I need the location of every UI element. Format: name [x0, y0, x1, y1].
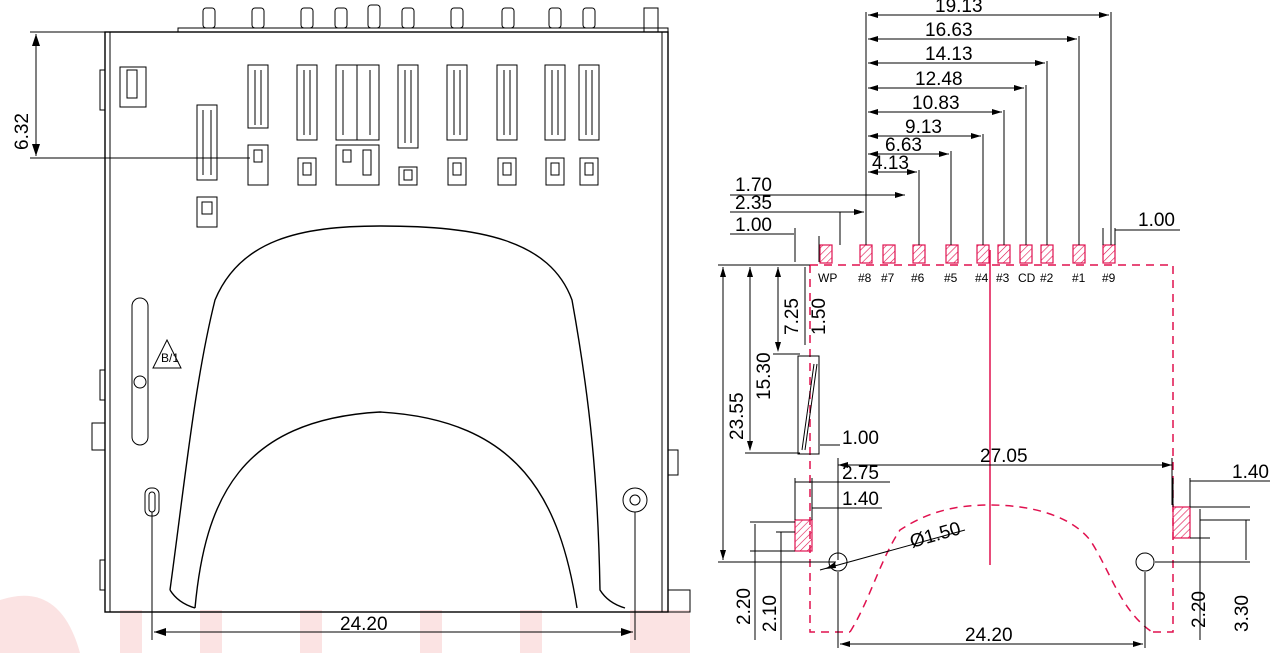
marking-text: B/1 [161, 351, 179, 365]
dim-12-48: 12.48 [915, 69, 963, 90]
dim-10-83: 10.83 [912, 93, 960, 114]
dim-2-20-left: 2.20 [734, 588, 755, 625]
dim-7-25: 7.25 [782, 298, 803, 335]
dim-23-55: 23.55 [727, 392, 748, 440]
dim-1-40-right: 1.40 [1232, 462, 1269, 483]
dim-2-35: 2.35 [735, 193, 772, 214]
dim-2-10-left: 2.10 [760, 595, 781, 632]
pin-label-2: #2 [1040, 271, 1054, 285]
pin-label-4: #4 [975, 271, 989, 285]
dim-2-20-right: 2.20 [1189, 591, 1210, 628]
dim-16-63: 16.63 [925, 20, 973, 41]
pin-label-wp: WP [818, 271, 837, 285]
dim-hole: Ø1.50 [908, 518, 964, 552]
dim-1-50: 1.50 [809, 298, 830, 335]
right-view: WP #8 #7 #6 #5 #4 #3 CD #2 #1 #9 [718, 0, 1270, 648]
watermark [0, 595, 690, 653]
dim-1-70: 1.70 [735, 175, 772, 196]
dim-6-32: 6.32 [12, 113, 33, 150]
dim-24-20-left: 24.20 [340, 614, 388, 635]
dim-14-13: 14.13 [925, 44, 973, 65]
dim-15-30: 15.30 [754, 352, 775, 400]
dim-1-00-left: 1.00 [735, 215, 772, 236]
dim-27-05: 27.05 [980, 446, 1028, 467]
dim-4-13: 4.13 [872, 153, 909, 174]
dim-19-13: 19.13 [935, 0, 983, 17]
pin-label-1: #1 [1072, 271, 1086, 285]
dim-24-20-right: 24.20 [965, 625, 1013, 646]
dim-1-00-switch: 1.00 [842, 428, 879, 449]
dim-3-30-right: 3.30 [1232, 595, 1253, 632]
pin-label-6: #6 [911, 271, 925, 285]
dim-9-13: 9.13 [905, 117, 942, 138]
pin-label-7: #7 [881, 271, 895, 285]
dim-6-63: 6.63 [885, 135, 922, 156]
dim-2-75: 2.75 [842, 463, 879, 484]
pin-label-3: #3 [996, 271, 1010, 285]
left-view: B/1 6.32 24.20 [12, 4, 691, 640]
pin-label-cd: CD [1018, 271, 1036, 285]
pin-label-8: #8 [858, 271, 872, 285]
dim-1-40-left: 1.40 [842, 489, 879, 510]
pin-label-9: #9 [1102, 271, 1116, 285]
dim-1-00-right: 1.00 [1138, 210, 1175, 231]
pin-label-5: #5 [944, 271, 958, 285]
